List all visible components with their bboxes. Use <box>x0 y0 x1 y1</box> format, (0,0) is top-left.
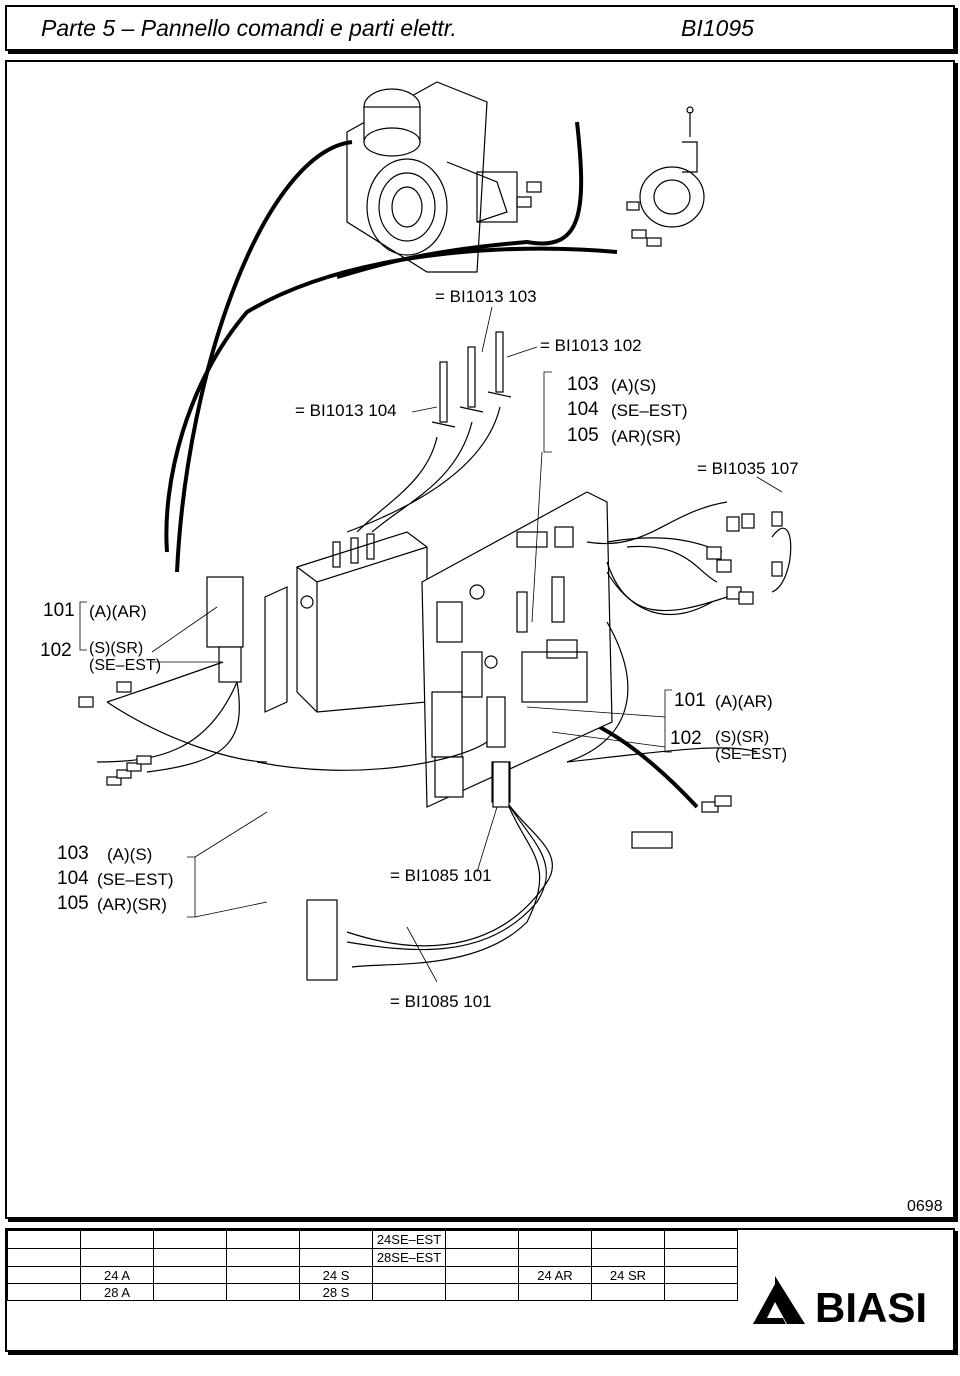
logo-wordmark: BIASI <box>815 1284 927 1326</box>
part-number: 104 <box>57 868 89 889</box>
electrodes <box>346 331 512 533</box>
variant-text: (A)(S) <box>107 845 153 864</box>
variant-text: (SE–EST) <box>89 657 162 674</box>
part-number: 103 <box>57 843 89 864</box>
table-cell <box>153 1266 227 1284</box>
part-number: 101 <box>674 690 706 711</box>
table-cell <box>7 1230 81 1249</box>
revision-table-area: 24SE–EST 28SE–EST 24 A 24 S 24 <box>5 1228 955 1352</box>
fan-assembly <box>346 81 542 273</box>
table-cell <box>591 1248 665 1267</box>
table-cell <box>518 1248 592 1267</box>
table-row: 28 A 28 S <box>7 1283 738 1301</box>
table-cell: 24 A <box>80 1266 154 1284</box>
table-cell <box>7 1283 81 1301</box>
table-cell <box>226 1283 300 1301</box>
table-cell <box>445 1283 519 1301</box>
part-number: 105 <box>57 893 89 914</box>
variant-text: (S)(SR) <box>89 640 144 657</box>
variant-text: (SE–EST) <box>97 870 174 889</box>
part-number: 101 <box>43 600 75 621</box>
title-bar: Parte 5 – Pannello comandi e parti elett… <box>5 5 955 51</box>
table-cell <box>372 1283 446 1301</box>
table-row: 24 A 24 S 24 AR 24 SR <box>7 1266 738 1284</box>
table-cell <box>80 1230 154 1249</box>
thin-wires <box>96 501 792 968</box>
table-cell <box>664 1266 738 1284</box>
table-cell <box>664 1283 738 1301</box>
connectors <box>78 511 783 981</box>
table-cell <box>153 1283 227 1301</box>
ref-bi1013-103: = BI1013 103 <box>435 287 537 306</box>
table-row: 28SE–EST <box>7 1248 738 1267</box>
table-cell <box>445 1230 519 1249</box>
leader-lines <box>79 306 783 983</box>
table-cell <box>518 1283 592 1301</box>
ref-bi1085-101-bottom: = BI1085 101 <box>390 992 492 1011</box>
table-cell <box>226 1266 300 1284</box>
ref-bi1013-104: = BI1013 104 <box>295 401 397 420</box>
table-cell <box>80 1248 154 1267</box>
circuit-board <box>421 491 613 808</box>
table-cell <box>153 1230 227 1249</box>
table-cell <box>226 1248 300 1267</box>
drawing-code: BI1095 <box>681 15 754 41</box>
table-cell <box>153 1248 227 1267</box>
variant-text: (S)(SR) <box>715 729 770 746</box>
ref-bi1085-101-top: = BI1085 101 <box>390 866 492 885</box>
table-cell <box>7 1266 81 1284</box>
wiring-illustration <box>78 81 792 983</box>
exploded-drawing: = BI1013 103 = BI1013 102 = BI1013 104 =… <box>5 60 955 1219</box>
table-cell: 24SE–EST <box>372 1230 446 1249</box>
table-cell: 28 S <box>299 1283 373 1301</box>
part-number: 102 <box>670 728 702 749</box>
part-number: 103 <box>567 374 599 395</box>
table-cell: 24 AR <box>518 1266 592 1284</box>
table-cell <box>518 1230 592 1249</box>
variant-text: (AR)(SR) <box>611 427 681 446</box>
pressure-switch <box>626 106 705 247</box>
table-cell <box>445 1266 519 1284</box>
part-number: 104 <box>567 399 599 420</box>
variant-text: (A)(AR) <box>89 602 147 621</box>
part-number: 105 <box>567 425 599 446</box>
revision-code: 0698 <box>907 1198 943 1215</box>
control-unit <box>206 531 428 713</box>
table-cell: 24 SR <box>591 1266 665 1284</box>
table-cell <box>299 1248 373 1267</box>
revision-table: 24SE–EST 28SE–EST 24 A 24 S 24 <box>7 1230 738 1301</box>
table-cell: 24 S <box>299 1266 373 1284</box>
variant-text: (A)(S) <box>611 376 657 395</box>
table-cell <box>7 1248 81 1267</box>
table-cell <box>226 1230 300 1249</box>
variant-text: (SE–EST) <box>715 746 788 763</box>
ref-bi1013-102: = BI1013 102 <box>540 336 642 355</box>
ref-bi1035-107: = BI1035 107 <box>697 459 799 478</box>
page-title: Parte 5 – Pannello comandi e parti elett… <box>41 15 457 41</box>
table-cell <box>591 1283 665 1301</box>
table-row: 24SE–EST <box>7 1230 738 1249</box>
table-cell <box>445 1248 519 1267</box>
variant-text: (SE–EST) <box>611 401 688 420</box>
table-cell: 28SE–EST <box>372 1248 446 1267</box>
table-cell <box>299 1230 373 1249</box>
table-cell <box>664 1230 738 1249</box>
table-cell <box>372 1266 446 1284</box>
biasi-logo: BIASI <box>753 1276 927 1326</box>
part-number: 102 <box>40 640 72 661</box>
variant-text: (AR)(SR) <box>97 895 167 914</box>
variant-text: (A)(AR) <box>715 692 773 711</box>
table-cell: 28 A <box>80 1283 154 1301</box>
table-cell <box>591 1230 665 1249</box>
table-cell <box>664 1248 738 1267</box>
